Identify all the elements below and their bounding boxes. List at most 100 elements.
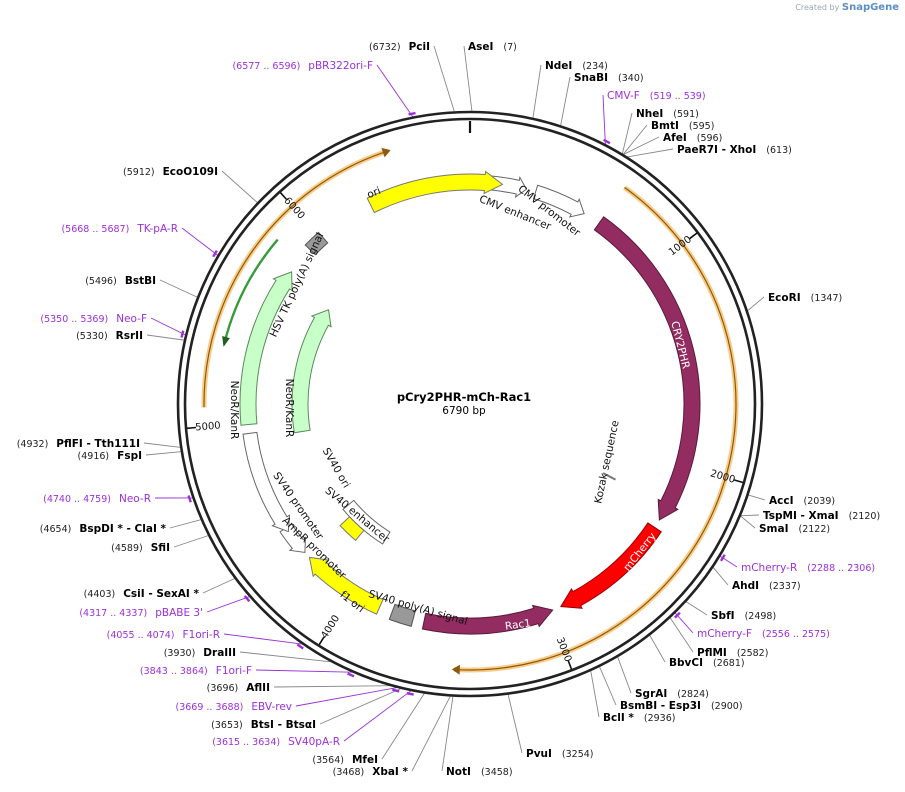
plasmid-name: pCry2PHR-mCh-Rac1 <box>396 390 532 404</box>
site-csii-sexai[interactable]: CsiI - SexAI * <box>123 588 199 600</box>
primer-range-ebv-rev: (3669 .. 3688) <box>176 702 244 713</box>
feature-sv40pa-arrow[interactable] <box>388 603 416 627</box>
site-pos-rsrii: (5330) <box>76 331 108 342</box>
feature-neor-inner-arrow[interactable] <box>291 309 332 434</box>
site-leader-bcli <box>590 670 600 718</box>
site-pos-pflfi-tth111i: (4932) <box>17 439 49 450</box>
site-btsi-bts-i[interactable]: BtsI - BtsαI <box>251 719 316 731</box>
primer-mark-neo-f <box>180 330 185 338</box>
site-leader-ecori <box>747 296 765 311</box>
site-sfii[interactable]: SfiI <box>151 542 170 554</box>
primer-leader-tk-pa-r <box>181 227 218 256</box>
site-sbfi[interactable]: SbfI <box>711 610 735 622</box>
site-noti[interactable]: NotI <box>446 766 471 778</box>
primer-mark-neo-r <box>187 495 192 503</box>
site-pos-ecori: (1347) <box>811 293 843 304</box>
site-ahdi[interactable]: AhdI <box>732 580 759 592</box>
site-leader-ecoo109i <box>221 170 258 203</box>
site-snabi[interactable]: SnaBI <box>574 72 608 84</box>
site-pvui[interactable]: PvuI <box>526 748 552 760</box>
site-leader-bsmbi-esp3i <box>599 666 617 706</box>
site-pos-bbvci: (2681) <box>713 658 745 669</box>
site-draiii[interactable]: DraIII <box>203 647 236 659</box>
site-aflii[interactable]: AflII <box>246 682 270 694</box>
site-ecoo109i[interactable]: EcoO109I <box>163 166 218 178</box>
feature-sv40enh-arrow[interactable] <box>342 499 391 545</box>
primer-neo-r[interactable]: Neo-R <box>119 493 151 505</box>
feature-hsvtk-arrow[interactable] <box>304 231 329 256</box>
feature-ori-arrow[interactable] <box>366 170 504 214</box>
primer-leader-f1ori-r <box>223 633 303 645</box>
primer-mcherry-f[interactable]: mCherry-F <box>697 628 752 640</box>
primer-mark-ebv-rev <box>392 688 400 693</box>
feature-mcherry-arrow[interactable] <box>560 522 662 609</box>
site-leader-bbvci <box>649 635 666 663</box>
primer-tk-pa-r[interactable]: TK-pA-R <box>136 223 178 235</box>
site-tspmi-xmai[interactable]: TspMI - XmaI <box>763 510 839 522</box>
site-xbai[interactable]: XbaI * <box>372 766 408 778</box>
site-sgrai[interactable]: SgrAI <box>635 688 667 700</box>
site-bspdi-clai[interactable]: BspDI * - ClaI * <box>79 523 166 535</box>
primer-cmv-f[interactable]: CMV-F <box>607 90 640 102</box>
site-bstbi[interactable]: BstBI <box>125 275 156 287</box>
site-ecori[interactable]: EcoRI <box>768 292 801 304</box>
site-paer7i-xhoi[interactable]: PaeR7I - XhoI <box>677 144 756 156</box>
feature-label-kozak: Kozak sequence <box>592 419 621 504</box>
site-pos-sfii: (4589) <box>111 543 143 554</box>
feature-f1ori-arrow[interactable] <box>308 556 384 615</box>
snapgene-logo: SnapGene <box>841 2 899 13</box>
site-pcii[interactable]: PciI <box>409 41 430 53</box>
primer-leader-mcherry-f <box>674 612 694 634</box>
primer-f1ori-f[interactable]: F1ori-F <box>216 665 252 677</box>
site-bbvci[interactable]: BbvCI <box>669 657 703 669</box>
tick-mark-3000 <box>567 660 573 670</box>
site-smai[interactable]: SmaI <box>759 523 789 535</box>
tick-mark-6000 <box>279 192 287 200</box>
primer-pbabe-3[interactable]: pBABE 3' <box>155 607 203 619</box>
site-leader-pvui <box>507 694 523 754</box>
site-pos-pvui: (3254) <box>562 749 594 760</box>
primer-neo-f[interactable]: Neo-F <box>116 313 147 325</box>
site-pos-btsi-bts-i: (3653) <box>211 720 243 731</box>
feature-kozak-mark <box>602 472 616 481</box>
primer-ebv-rev[interactable]: EBV-rev <box>251 701 292 713</box>
primer-leader-ebv-rev <box>295 687 397 707</box>
site-bcli[interactable]: BclI * <box>603 712 634 724</box>
primer-mark-sv40pa-r <box>406 691 414 696</box>
site-afei[interactable]: AfeI <box>663 132 687 144</box>
site-rsrii[interactable]: RsrII <box>116 330 143 342</box>
site-leader-smai <box>740 515 756 529</box>
site-leader-ahdi <box>712 567 729 586</box>
site-pos-draiii: (3930) <box>164 648 196 659</box>
site-asei[interactable]: AseI <box>468 41 493 53</box>
feature-cmv-prom-arrow[interactable] <box>532 184 585 218</box>
site-pflfi-tth111i[interactable]: PflFI - Tth111I <box>56 438 140 450</box>
site-pflmi[interactable]: PflMI <box>697 647 727 659</box>
primer-sv40pa-r[interactable]: SV40pA-R <box>288 736 340 748</box>
site-fspi[interactable]: FspI <box>117 450 142 462</box>
site-leader-pcii <box>433 45 455 112</box>
site-pos-bspdi-clai: (4654) <box>40 524 72 535</box>
site-pos-xbai: (3468) <box>333 767 365 778</box>
primer-f1ori-r[interactable]: F1ori-R <box>183 629 220 641</box>
feature-neor-outer-arrow[interactable] <box>239 271 293 426</box>
feature-rac1-arrow[interactable] <box>421 604 554 635</box>
site-pos-afei: (596) <box>697 133 723 144</box>
feature-cry2phr-arrow[interactable] <box>593 216 701 521</box>
site-leader-nhei <box>621 112 633 154</box>
site-acci[interactable]: AccI <box>769 495 793 507</box>
primer-mark-mcherry-f <box>674 611 681 619</box>
primer-mark-f1ori-r <box>296 643 304 650</box>
primer-mcherry-r[interactable]: mCherry-R <box>741 562 797 574</box>
site-nhei[interactable]: NheI <box>636 108 663 120</box>
site-bsmbi-esp3i[interactable]: BsmBI - Esp3I <box>620 700 701 712</box>
primer-pbr322ori-f[interactable]: pBR322ori-F <box>308 60 373 72</box>
site-mfei[interactable]: MfeI <box>352 754 378 766</box>
site-ndei[interactable]: NdeI <box>545 60 572 72</box>
feature-label-neor-inner: NeoR/KanR <box>283 379 295 438</box>
site-bmti[interactable]: BmtI <box>651 120 679 132</box>
feature-label-rac1: Rac1 <box>504 617 531 632</box>
feature-sv40prom-arrow[interactable] <box>242 431 291 533</box>
